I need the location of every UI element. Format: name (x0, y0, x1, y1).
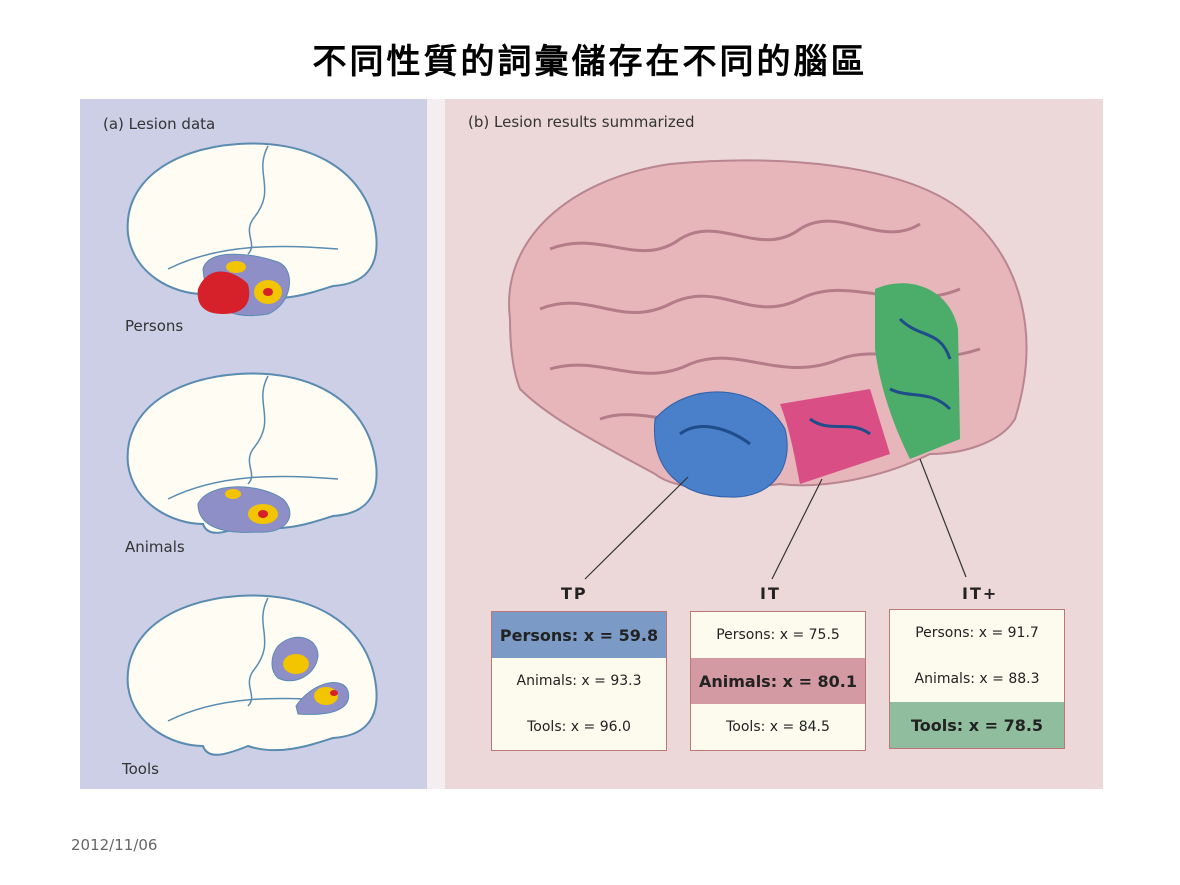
table-row: Tools: x = 96.0 (527, 719, 631, 735)
table-row: Animals: x = 93.3 (516, 673, 642, 689)
slide-title: 不同性質的詞彙儲存在不同的腦區 (312, 42, 868, 82)
region-label-it: IT (760, 584, 781, 603)
region-label-tp: TP (561, 584, 588, 603)
table-row: Animals: x = 88.3 (914, 671, 1040, 687)
panel-a-label: (a) Lesion data (103, 115, 216, 133)
brain-animals (126, 372, 378, 534)
results-table-it: Persons: x = 75.5 Animals: x = 80.1 Tool… (690, 611, 866, 751)
leader-line-itplus (919, 458, 967, 578)
table-row: Tools: x = 78.5 (890, 702, 1064, 748)
leader-line-it (771, 478, 823, 580)
table-row: Persons: x = 75.5 (716, 627, 840, 643)
brain-large (508, 159, 1028, 580)
brain-tools (126, 594, 378, 756)
region-label-itplus: IT+ (962, 584, 999, 603)
figure: (a) Lesion data Persons Animals Tools (b… (80, 99, 1103, 789)
results-table-itplus: Persons: x = 91.7 Animals: x = 88.3 Tool… (889, 609, 1065, 749)
category-label: Persons (125, 317, 184, 335)
table-row: Animals: x = 80.1 (691, 658, 865, 704)
table-row: Persons: x = 59.8 (492, 612, 666, 658)
slide-date: 2012/11/06 (71, 836, 158, 854)
brain-persons (126, 142, 378, 317)
brain-illustrations (126, 142, 1028, 756)
table-row: Tools: x = 84.5 (726, 719, 830, 735)
category-label: Tools (122, 760, 159, 778)
leader-line-tp (584, 476, 689, 580)
table-row: Persons: x = 91.7 (915, 625, 1039, 641)
panel-b-label: (b) Lesion results summarized (468, 113, 695, 131)
results-table-tp: Persons: x = 59.8 Animals: x = 93.3 Tool… (491, 611, 667, 751)
category-label: Animals (125, 538, 185, 556)
